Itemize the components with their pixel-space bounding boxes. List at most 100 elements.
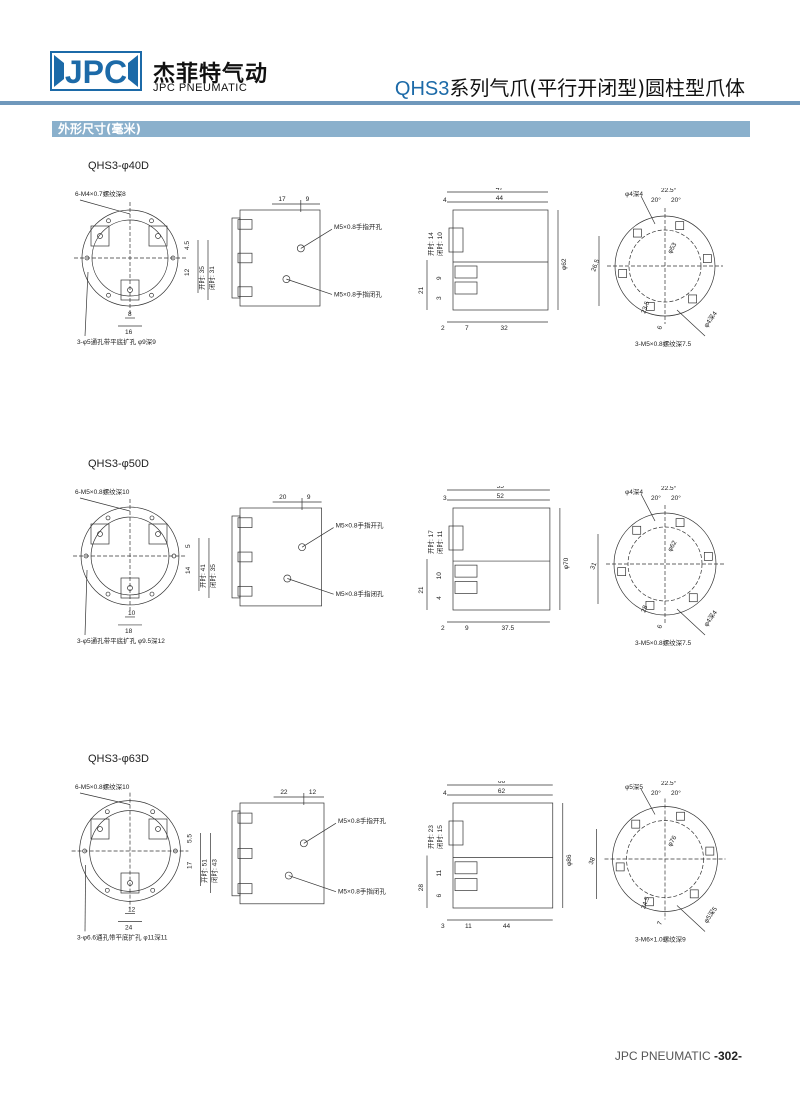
front-dim-width: 16	[125, 329, 133, 336]
rear-angle-2: 20°	[651, 789, 661, 797]
side-close-port-label: M5×0.8手指闭孔	[338, 887, 386, 896]
section-dim-top1: 66	[498, 781, 506, 785]
rear-tap-label: 3-M6×1.0螺纹深9	[635, 935, 686, 944]
front-dim-v2: 14	[185, 566, 192, 574]
rear-pin-label: φ5深5	[701, 904, 719, 924]
section-dim-h3: 4	[436, 596, 443, 600]
side-dim-b: 9	[307, 494, 311, 501]
section-dim-h1: 21	[418, 286, 425, 294]
section-dim-b1: 2	[441, 625, 445, 632]
rear-angle-3: 20°	[671, 494, 681, 502]
section-dim-dia: φ70	[563, 557, 570, 569]
section-dim-t: 4	[443, 197, 447, 204]
model-name: QHS3-φ40D	[88, 160, 149, 172]
section-dim-close: 闭时: 15	[435, 825, 444, 849]
footer-brand: JPC PNEUMATIC	[614, 1049, 711, 1063]
section-dim-h1: 21	[418, 586, 425, 594]
section-dim-close: 闭时: 11	[435, 530, 444, 554]
side-dim-a: 22	[280, 789, 288, 796]
rear-dim-r1: 31	[589, 561, 598, 571]
rear-angle-2: 20°	[651, 196, 661, 204]
rear-angle-2: 20°	[651, 494, 661, 502]
front-dim-open: 开时: 41	[198, 564, 207, 588]
jpc-logo: JPC	[50, 51, 142, 91]
front-dim-slot: 8	[128, 311, 132, 318]
section-dim-top2: 62	[498, 788, 506, 795]
section-dim-t: 3	[443, 495, 447, 502]
front-dim-v2: 17	[186, 861, 193, 869]
section-dim-open: 开时: 17	[426, 530, 435, 554]
side-open-port-label: M5×0.8手指开孔	[334, 222, 382, 231]
section-dim-b3: 37.5	[501, 625, 514, 632]
side-dim-b: 9	[306, 196, 310, 203]
section-dim-h3: 6	[436, 894, 443, 898]
page-title: QHS3系列气爪(平行开闭型)圆柱型爪体	[395, 72, 745, 101]
section-dim-open: 开时: 14	[426, 232, 435, 256]
side-view: 17 9M5×0.8手指开孔 M5×0.8手指闭孔	[231, 196, 382, 307]
rear-pin-label: φ4深4	[701, 309, 719, 329]
front-tap-label: 6-M5×0.8螺纹深10	[75, 487, 130, 496]
rear-pcd: φ76	[667, 834, 679, 848]
rear-angle-1: 22.5°	[661, 188, 677, 194]
front-dim-v1: 5	[185, 544, 192, 548]
section-dim-h1: 28	[418, 884, 425, 892]
section-dim-dia: φ86	[566, 854, 573, 866]
front-holes-label: 3-φ5通孔带平底扩孔 φ9.5深12	[77, 636, 165, 645]
side-open-port-label: M5×0.8手指开孔	[336, 521, 384, 530]
side-dim-a: 17	[278, 196, 286, 203]
rear-dim-r3: 6	[656, 325, 664, 331]
front-dim-close: 闭时: 31	[207, 266, 216, 290]
section-dim-open: 开时: 23	[426, 825, 435, 849]
rear-dim-r2: 34.5	[640, 896, 651, 911]
rear-hole-label: φ4深4	[625, 189, 643, 198]
rear-angle-3: 20°	[671, 789, 681, 797]
front-dim-open: 开时: 35	[197, 266, 206, 290]
rear-hole-label: φ5深5	[625, 782, 643, 791]
side-close-port-label: M5×0.8手指闭孔	[336, 589, 384, 598]
front-dim-slot: 12	[128, 906, 136, 913]
rear-tap-label: 3-M5×0.8螺纹深7.5	[635, 339, 692, 348]
side-dim-a: 20	[279, 494, 287, 501]
section-label: 外形尺寸(毫米)	[58, 122, 141, 136]
page-footer: JPC PNEUMATIC -302-	[615, 1049, 742, 1063]
title-code: QHS3	[394, 78, 450, 100]
section-dim-b3: 32	[501, 325, 509, 332]
section-dim-b3: 44	[503, 923, 511, 930]
rear-pin-label: φ4深4	[701, 608, 719, 628]
section-dim-b2: 11	[465, 923, 472, 930]
front-holes-label: 3-φ6.6通孔带平底扩孔 φ11深11	[77, 932, 168, 941]
rear-angle-1: 22.5°	[661, 781, 677, 787]
brand-english: JPC PNEUMATIC	[153, 82, 248, 94]
section-dim-b2: 7	[465, 325, 469, 332]
section-bar: 外形尺寸(毫米)	[52, 121, 750, 137]
page-header: JPC 杰菲特气动 JPC PNEUMATIC QHS3系列气爪(平行开闭型)圆…	[0, 0, 800, 110]
section-dim-h2: 11	[436, 869, 443, 876]
rear-tap-label: 3-M5×0.8螺纹深7.5	[635, 638, 692, 647]
side-close-port-label: M5×0.8手指闭孔	[334, 289, 382, 298]
front-dim-v1: 5.5	[186, 834, 193, 843]
side-view: 20 9M5×0.8手指开孔 M5×0.8手指闭孔	[231, 494, 384, 607]
front-dim-slot: 10	[128, 610, 136, 617]
rear-dim-r2: 28	[640, 604, 649, 614]
model-name: QHS3-φ63D	[88, 753, 149, 765]
section-dim-h3: 3	[436, 296, 443, 300]
front-dim-v2: 12	[184, 268, 191, 276]
section-dim-top1: 47	[496, 188, 504, 192]
rear-dim-r3: 7	[656, 920, 664, 926]
rear-pcd: φ53	[667, 241, 679, 255]
front-tap-label: 6-M4×0.7螺纹深8	[75, 189, 126, 198]
rear-dim-r3: 6	[656, 624, 664, 630]
section-dim-h2: 10	[436, 572, 443, 580]
rear-dim-r1: 38	[588, 856, 597, 866]
